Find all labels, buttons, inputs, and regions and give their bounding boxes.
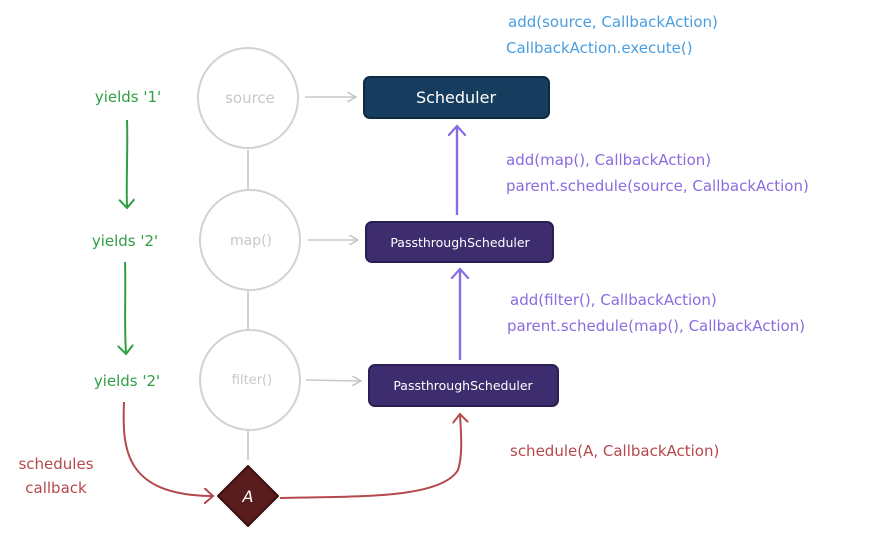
scheduler-box: Scheduler — [363, 76, 550, 119]
action-diamond-label: A — [242, 487, 254, 506]
schedules-callback-line2: callback — [25, 479, 87, 497]
filter-to-passthrough-arrow — [305, 380, 360, 381]
schedule-annotation: schedule(A, CallbackAction) — [510, 442, 719, 460]
filter-annotation-line2: parent.schedule(map(), CallbackAction) — [507, 317, 805, 335]
scheduler-annotation-line2: CallbackAction.execute() — [506, 39, 693, 57]
passthrough-scheduler-map-box: PassthroughScheduler — [365, 221, 554, 263]
action-to-passthrough-arrow — [279, 415, 461, 499]
yields-label-2: yields '2' — [92, 232, 158, 250]
operator-filter-label: filter() — [232, 373, 272, 388]
schedule-callback-arrow — [122, 401, 212, 496]
map-annotation-line1: add(map(), CallbackAction) — [506, 151, 711, 169]
scheduler-annotation-line1: add(source, CallbackAction) — [508, 13, 718, 31]
operator-source-label: source — [225, 89, 275, 107]
yields-label-3: yields '2' — [94, 372, 160, 390]
schedules-callback-line1: schedules — [18, 455, 93, 473]
yield-arrow-2 — [125, 261, 126, 353]
passthrough-scheduler-filter-box: PassthroughScheduler — [368, 364, 559, 407]
filter-annotation-line1: add(filter(), CallbackAction) — [510, 291, 717, 309]
passthrough-scheduler-map-label: PassthroughScheduler — [390, 235, 530, 250]
operator-filter: filter() — [199, 329, 301, 431]
action-diamond: A — [217, 465, 279, 527]
operator-map-label: map() — [230, 233, 272, 249]
yield-arrow-1 — [127, 119, 128, 207]
scheduler-label: Scheduler — [416, 88, 497, 107]
operator-map: map() — [199, 189, 301, 291]
map-annotation-line2: parent.schedule(source, CallbackAction) — [506, 177, 809, 195]
yields-label-1: yields '1' — [95, 88, 161, 106]
passthrough-scheduler-filter-label: PassthroughScheduler — [393, 378, 533, 393]
operator-source: source — [197, 47, 299, 149]
